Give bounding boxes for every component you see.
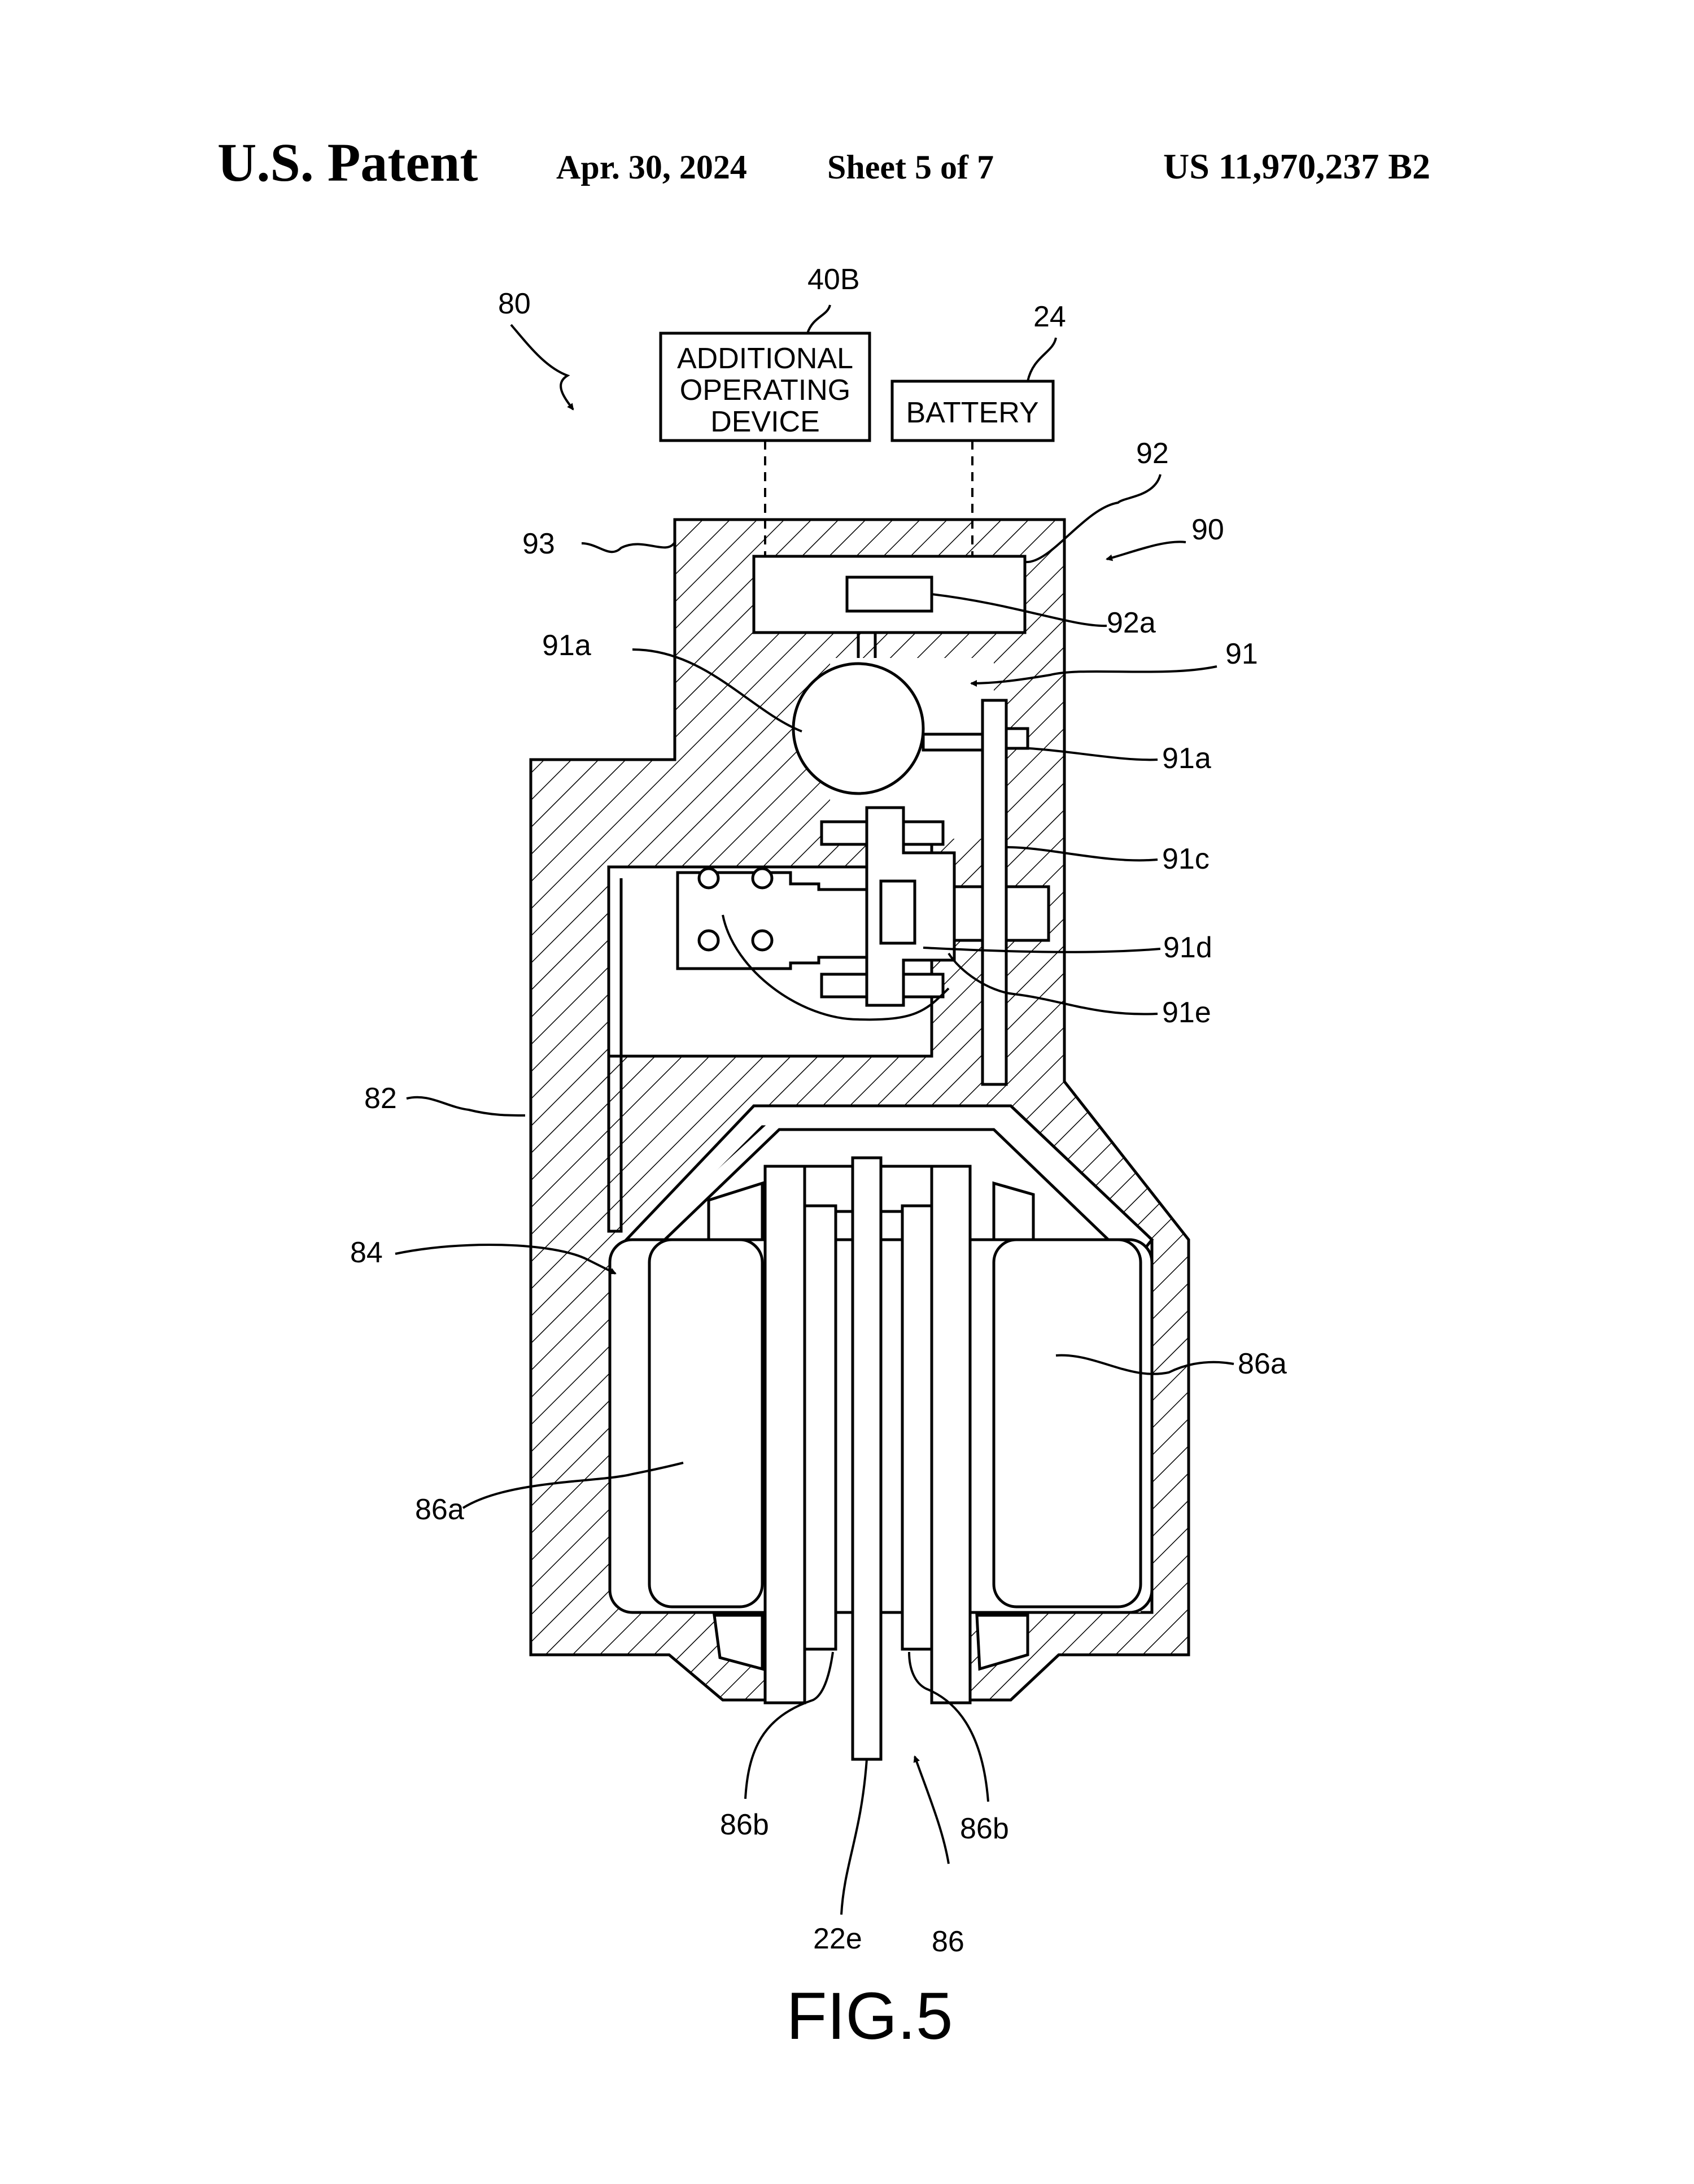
label-40b: 40B	[807, 263, 860, 296]
pad-86b-left	[803, 1204, 837, 1651]
reference-labels: 80 40B 24 92 90 93 92a 91a 91 91a 91c 91…	[350, 263, 1287, 1958]
pad-86a-left	[648, 1238, 764, 1608]
actuator-91	[607, 658, 1050, 1233]
label-91c: 91c	[1162, 843, 1210, 875]
label-84: 84	[350, 1236, 383, 1269]
label-86a-right: 86a	[1238, 1348, 1287, 1380]
box-text-line1: ADDITIONAL	[677, 342, 853, 375]
label-86b-right: 86b	[960, 1812, 1009, 1845]
label-86a-left: 86a	[415, 1493, 464, 1526]
brake-assembly-86	[608, 1104, 1154, 1761]
piston-91e	[676, 871, 868, 970]
patent-number: US 11,970,237 B2	[1163, 146, 1430, 186]
label-24: 24	[1033, 300, 1066, 333]
label-82: 82	[364, 1082, 397, 1115]
dashed-connections	[764, 441, 973, 556]
label-91e: 91e	[1162, 996, 1211, 1029]
label-91: 91	[1225, 638, 1258, 670]
controller-chip-92a	[845, 576, 933, 613]
label-80: 80	[498, 287, 531, 320]
backplate-right	[930, 1165, 972, 1705]
leader-lines	[395, 304, 1234, 1915]
pad-86a-right	[992, 1238, 1142, 1608]
label-92a: 92a	[1107, 607, 1156, 639]
additional-operating-device-box: ADDITIONAL OPERATING DEVICE	[659, 332, 871, 442]
label-86b-left: 86b	[720, 1808, 769, 1841]
box-text-line3: DEVICE	[710, 406, 820, 438]
label-86: 86	[932, 1925, 964, 1958]
pad-86b-right	[901, 1204, 933, 1651]
battery-box: BATTERY	[890, 380, 1055, 442]
label-22e: 22e	[813, 1923, 862, 1955]
transmission-91c	[981, 699, 1008, 1086]
label-92: 92	[1136, 437, 1169, 470]
battery-text: BATTERY	[906, 396, 1038, 429]
rotor-22e	[851, 1156, 883, 1761]
label-90: 90	[1191, 513, 1224, 546]
label-91a-right: 91a	[1162, 742, 1211, 775]
backplate-left	[763, 1165, 806, 1705]
box-text-line2: OPERATING	[680, 374, 850, 407]
label-91d: 91d	[1163, 931, 1212, 964]
sheet-number: Sheet 5 of 7	[827, 149, 994, 186]
figure-caption: FIG.5	[786, 1979, 953, 2054]
label-91a-left: 91a	[542, 629, 591, 662]
patent-title: U.S. Patent	[217, 132, 478, 193]
patent-date: Apr. 30, 2024	[556, 149, 747, 186]
motor-91a	[792, 662, 925, 795]
label-93: 93	[522, 528, 555, 560]
